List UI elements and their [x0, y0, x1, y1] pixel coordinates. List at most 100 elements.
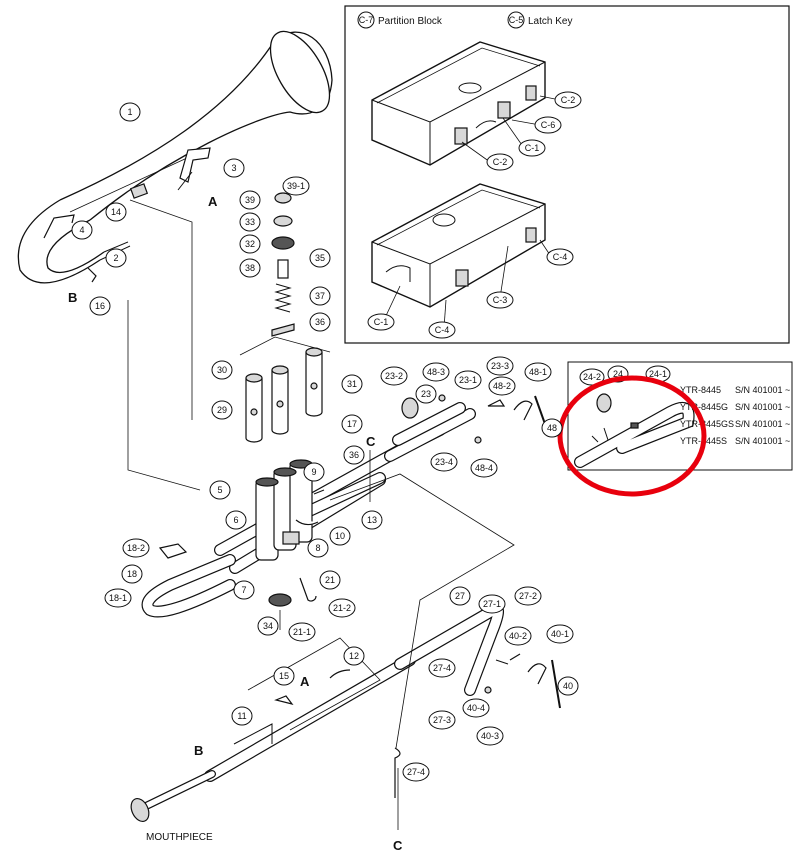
- callout-bubble: [524, 362, 552, 382]
- partition-block-label: Partition Block: [378, 16, 443, 27]
- callout-bubble: [449, 586, 471, 606]
- callout-number: 27-1: [483, 599, 501, 609]
- third-valve-slide: [141, 543, 236, 618]
- mouthpiece-cup: [130, 798, 150, 822]
- callout-bubble: [223, 158, 245, 178]
- callout-number: 12: [349, 651, 359, 661]
- callout-p36: 36: [309, 312, 331, 332]
- callout-p9: 9: [303, 462, 325, 482]
- part-27-4-slide: [394, 747, 401, 798]
- callout-bubble: [319, 570, 341, 590]
- callout-number: 16: [95, 301, 105, 311]
- callout-p21-1: 21-1: [288, 622, 316, 642]
- callout-bubble: [309, 286, 331, 306]
- callout-bubble: [557, 676, 579, 696]
- callout-bubble: [454, 370, 482, 390]
- callout-bubble: [105, 248, 127, 268]
- callout-p12: 12: [343, 646, 365, 666]
- callout-number: 40: [563, 681, 573, 691]
- callout-p18: 18: [121, 564, 143, 584]
- callout-p2: 2: [105, 248, 127, 268]
- svg-text:24: 24: [613, 369, 623, 379]
- model-row-2-serial: S/N 401001 ~: [735, 402, 790, 412]
- callout-p23-4: 23-4: [430, 452, 458, 472]
- callout-bubble: [541, 418, 563, 438]
- callout-p27: 27: [449, 586, 471, 606]
- callout-bubble: [343, 646, 365, 666]
- callout-bubble: [211, 360, 233, 380]
- callout-p3: 3: [223, 158, 245, 178]
- callout-bubble: [239, 190, 261, 210]
- case-label-c1-bottom: C-1: [367, 313, 395, 331]
- header-partition-block: C-7 Partition Block: [357, 11, 443, 29]
- model-row-2-name: YTR-8445G: [680, 402, 728, 412]
- callout-bubble: [282, 176, 310, 196]
- callout-number: 11: [237, 711, 246, 721]
- callout-p32: 32: [239, 234, 261, 254]
- highlight-circle: [557, 375, 707, 497]
- callout-p30: 30: [211, 360, 233, 380]
- callout-bubble: [341, 414, 363, 434]
- callout-number: 27: [455, 591, 465, 601]
- callout-bubble: [476, 726, 504, 746]
- callout-bubble: [328, 598, 356, 618]
- callout-number: 8: [315, 543, 320, 553]
- callout-number: 14: [111, 207, 121, 217]
- svg-text:C-1: C-1: [525, 143, 540, 153]
- callout-number: 5: [217, 485, 222, 495]
- model-row-1-name: YTR-8445: [680, 385, 721, 395]
- callout-number: 23-4: [435, 457, 453, 467]
- callout-number: 21-1: [293, 627, 311, 637]
- callout-p15: 15: [273, 666, 295, 686]
- callout-p39-1: 39-1: [282, 176, 310, 196]
- callout-bubble: [428, 658, 456, 678]
- connector-c-bottom: C: [393, 838, 403, 853]
- callout-number: 13: [367, 515, 377, 525]
- callout-p16: 16: [89, 296, 111, 316]
- callout-bubble: [514, 586, 542, 606]
- callout-bubble: [122, 538, 150, 558]
- model-parts-drawing: [574, 393, 695, 468]
- case-label-c2-mid: C-2: [486, 153, 514, 171]
- callout-number: 48-3: [427, 367, 445, 377]
- header-latch-key: C-5 Latch Key: [507, 11, 572, 29]
- connector-a-bottom: A: [300, 674, 310, 689]
- callout-bubble: [239, 258, 261, 278]
- callout-p4: 4: [71, 220, 93, 240]
- callout-number: 2: [113, 253, 118, 263]
- callout-bubble: [462, 698, 490, 718]
- callout-bubble: [546, 624, 574, 644]
- connector-c-top: C: [366, 434, 376, 449]
- svg-text:C-4: C-4: [435, 325, 450, 335]
- svg-text:24-1: 24-1: [649, 369, 667, 379]
- part-48-waterkey: [513, 400, 533, 421]
- callout-p40-3: 40-3: [476, 726, 504, 746]
- callout-bubble: [239, 212, 261, 232]
- callout-number: 18-2: [127, 543, 145, 553]
- handle-upper: [475, 120, 497, 129]
- callout-bubble: [89, 296, 111, 316]
- callout-p38: 38: [239, 258, 261, 278]
- callout-bubble: [380, 366, 408, 386]
- callout-p1: 1: [119, 102, 141, 122]
- svg-text:C-2: C-2: [561, 95, 576, 105]
- callout-number: 30: [217, 365, 227, 375]
- latch-key-label: Latch Key: [528, 16, 572, 27]
- callout-number: 3: [231, 163, 236, 173]
- callout-number: 17: [347, 419, 357, 429]
- callout-bubble: [233, 580, 255, 600]
- callout-bubble: [488, 376, 516, 396]
- part-10-hook: [295, 519, 319, 526]
- valve-stack-parts: [239, 192, 331, 443]
- callout-number: 39: [245, 195, 255, 205]
- part-39-1-cap: [274, 192, 292, 204]
- callout-bubble: [329, 526, 351, 546]
- callout-number: 4: [79, 225, 84, 235]
- callout-p5: 5: [209, 480, 231, 500]
- callout-number: 21: [325, 575, 335, 585]
- model-inset: 24-2 24 24-1 YTR-8445 S/N 401001 ~ YTR-8…: [567, 361, 793, 471]
- callout-p40-2: 40-2: [504, 626, 532, 646]
- callout-number: 29: [217, 405, 227, 415]
- case-label-c2-top: C-2: [554, 91, 582, 109]
- callout-p31: 31: [341, 374, 363, 394]
